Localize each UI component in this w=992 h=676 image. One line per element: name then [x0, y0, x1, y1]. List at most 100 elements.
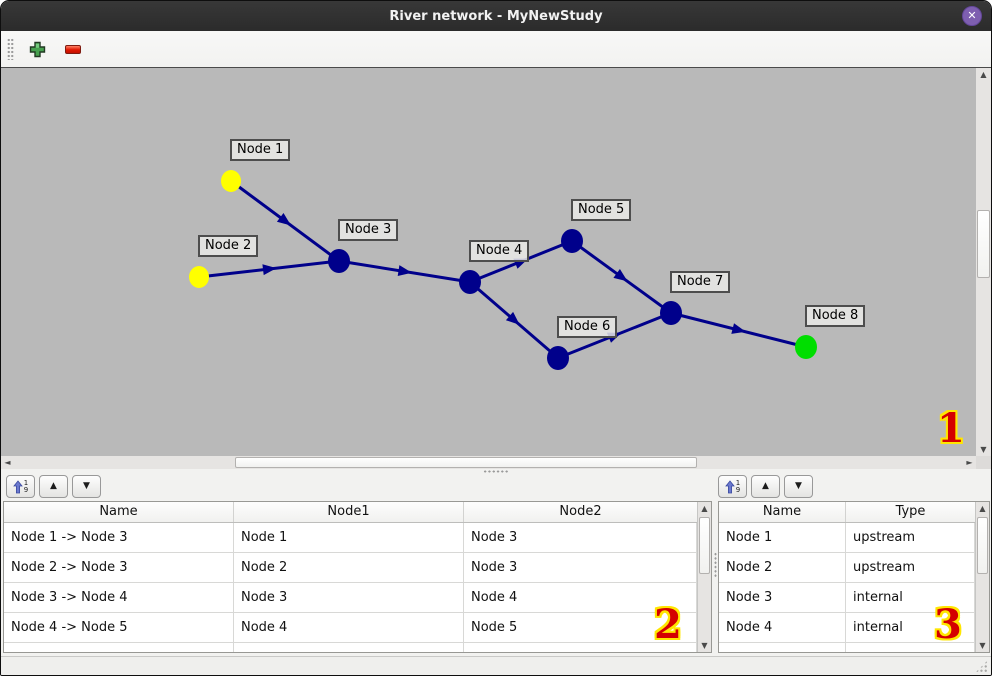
table-row[interactable]: Node 4 internal [719, 613, 989, 643]
node-circle-node-7[interactable] [660, 301, 682, 325]
scroll-up-button[interactable]: ▲ [698, 502, 711, 515]
scroll-down-button[interactable]: ▼ [976, 639, 989, 652]
down-arrow-icon: ▼ [83, 481, 90, 491]
table-row[interactable]: Node 1 upstream [719, 523, 989, 553]
table-row-partial [4, 643, 711, 652]
title-bar[interactable]: River network - MyNewStudy ✕ [1, 1, 991, 31]
toolbar-drag-handle[interactable] [7, 38, 14, 60]
table-row-partial [719, 643, 989, 652]
node-circle-node-2[interactable] [189, 266, 209, 288]
cell-node2: Node 3 [464, 553, 697, 582]
remove-node-button[interactable] [60, 36, 86, 62]
nodes-table: Name Type Node 1 upstream Node 2 upstrea… [718, 501, 990, 653]
cell-type: internal [846, 583, 975, 612]
cell-node1: Node 2 [234, 553, 464, 582]
scroll-left-icon: ◄ [4, 458, 11, 467]
network-diagram [189, 170, 817, 370]
main-toolbar [1, 31, 991, 68]
cell-name: Node 3 [719, 583, 846, 612]
scroll-up-button[interactable]: ▲ [976, 502, 989, 515]
column-header-name[interactable]: Name [4, 502, 234, 522]
annotation-marker-2: 2 [654, 601, 682, 648]
node-circle-node-6[interactable] [547, 346, 569, 370]
edge-arrow-icon [276, 213, 291, 226]
scrollbar-corner [976, 456, 991, 469]
scroll-up-button[interactable]: ▲ [976, 68, 991, 81]
cell-node1: Node 1 [234, 523, 464, 552]
column-header-node1[interactable]: Node1 [234, 502, 464, 522]
plus-icon [29, 41, 45, 57]
vertical-splitter[interactable] [713, 473, 717, 656]
node-circle-node-5[interactable] [561, 229, 583, 253]
node-circle-node-8[interactable] [795, 335, 817, 359]
scroll-down-button[interactable]: ▼ [698, 639, 711, 652]
vertical-scroll-thumb[interactable] [977, 210, 990, 278]
move-up-button[interactable]: ▲ [39, 475, 68, 498]
table-row[interactable]: Node 4 -> Node 5 Node 4 Node 5 [4, 613, 711, 643]
edge-arrow-icon [606, 332, 622, 343]
table-row[interactable]: Node 3 -> Node 4 Node 3 Node 4 [4, 583, 711, 613]
edge-arrow-icon [397, 265, 412, 276]
table-row[interactable]: Node 2 upstream [719, 553, 989, 583]
table-row[interactable]: Node 2 -> Node 3 Node 2 Node 3 [4, 553, 711, 583]
cell-node2: Node 3 [464, 523, 697, 552]
column-header-name[interactable]: Name [719, 502, 846, 522]
scroll-right-button[interactable]: ► [963, 456, 976, 469]
scroll-left-button[interactable]: ◄ [1, 456, 14, 469]
splitter-grip-icon [713, 551, 717, 578]
reaches-table: Name Node1 Node2 Node 1 -> Node 3 Node 1… [3, 501, 712, 653]
move-down-button[interactable]: ▼ [72, 475, 101, 498]
table-row[interactable]: Node 1 -> Node 3 Node 1 Node 3 [4, 523, 711, 553]
cell-name: Node 1 [719, 523, 846, 552]
table-row[interactable]: Node 3 internal [719, 583, 989, 613]
cell-node1: Node 3 [234, 583, 464, 612]
down-arrow-icon: ▼ [795, 481, 802, 491]
canvas-vertical-scrollbar[interactable]: ▲ ▼ [976, 68, 991, 456]
cell-type: upstream [846, 553, 975, 582]
annotation-marker-3: 3 [934, 601, 962, 648]
add-node-button[interactable] [24, 36, 50, 62]
column-header-type[interactable]: Type [895, 504, 926, 519]
nodes-table-scrollbar[interactable]: ▲ ▼ [975, 502, 989, 652]
edge-arrow-icon [613, 269, 628, 282]
cell-node2: Node 4 [464, 583, 697, 612]
annotation-marker-1: 1 [937, 405, 965, 452]
status-bar [1, 656, 991, 675]
resize-grip-icon[interactable] [975, 660, 988, 673]
horizontal-splitter[interactable] [1, 469, 991, 473]
edge-arrow-icon [731, 323, 746, 334]
scroll-down-icon: ▼ [979, 641, 986, 650]
table-body: Node 1 upstream Node 2 upstream Node 3 i… [719, 523, 989, 652]
cell-type: upstream [846, 523, 975, 552]
node-circle-node-3[interactable] [328, 249, 350, 273]
vertical-scroll-thumb[interactable] [977, 517, 988, 574]
cell-name: Node 3 -> Node 4 [4, 583, 234, 612]
move-down-button[interactable]: ▼ [784, 475, 813, 498]
horizontal-scroll-thumb[interactable] [235, 457, 697, 468]
table-header: Name Type [719, 502, 989, 523]
cell-name: Node 4 [719, 613, 846, 642]
scroll-down-button[interactable]: ▼ [976, 443, 991, 456]
node-circle-node-4[interactable] [459, 270, 481, 294]
scroll-right-icon: ► [966, 458, 973, 467]
table-body: Node 1 -> Node 3 Node 1 Node 3 Node 2 ->… [4, 523, 711, 652]
scroll-up-icon: ▲ [980, 70, 987, 79]
vertical-scroll-thumb[interactable] [699, 517, 710, 574]
canvas-horizontal-scrollbar[interactable]: ◄ ► [1, 456, 976, 469]
scroll-up-icon: ▲ [979, 504, 986, 513]
column-header-node2[interactable]: Node2 [559, 504, 602, 519]
close-button[interactable]: ✕ [962, 6, 982, 26]
cell-name: Node 2 -> Node 3 [4, 553, 234, 582]
node-circle-node-1[interactable] [221, 170, 241, 192]
reaches-table-scrollbar[interactable]: ▲ ▼ [697, 502, 711, 652]
cell-type: internal [846, 613, 975, 642]
move-up-button[interactable]: ▲ [751, 475, 780, 498]
